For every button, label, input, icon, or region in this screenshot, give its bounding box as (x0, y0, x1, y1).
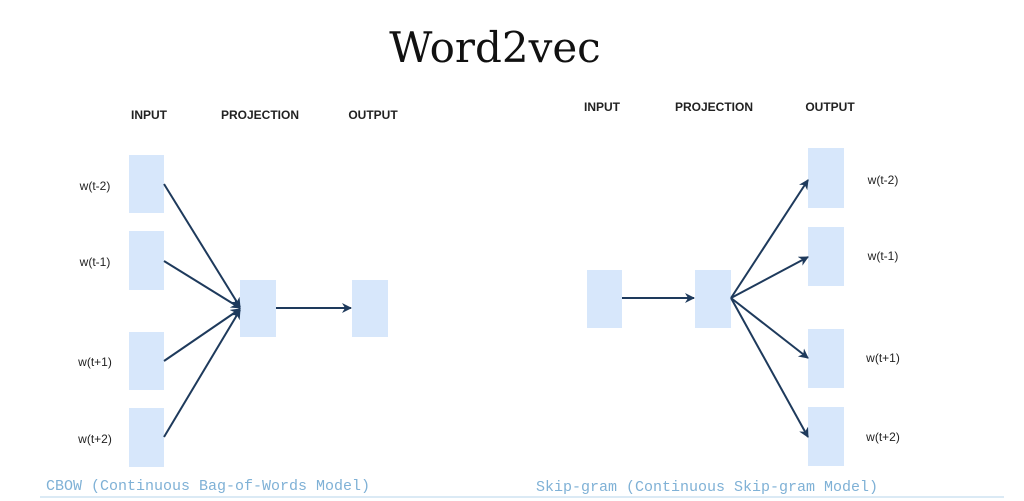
skipgram-output-label: w(t+1) (865, 351, 900, 365)
skipgram-output-box (808, 148, 844, 208)
skipgram-caption: Skip-gram (Continuous Skip-gram Model) (536, 479, 878, 496)
cbow-header-output: OUTPUT (348, 108, 398, 122)
skipgram-output-label: w(t+2) (865, 430, 900, 444)
skipgram-output-label: w(t-1) (867, 249, 899, 263)
cbow-header-input: INPUT (131, 108, 168, 122)
skipgram-output-box (808, 329, 844, 388)
cbow-input-label: w(t-2) (79, 179, 111, 193)
skipgram-output-label: w(t-2) (867, 173, 899, 187)
cbow-input-box (129, 155, 164, 213)
skipgram-output-box (808, 227, 844, 286)
skipgram-arrow (730, 256, 809, 299)
skipgram-arrow (730, 179, 809, 299)
skipgram-output-box (808, 407, 844, 466)
cbow-caption: CBOW (Continuous Bag-of-Words Model) (46, 478, 370, 495)
cbow-input-box (129, 231, 164, 290)
skipgram-input-box (587, 270, 622, 328)
skipgram-header-output: OUTPUT (805, 100, 855, 114)
cbow-header-projection: PROJECTION (221, 108, 299, 122)
cbow-arrow (163, 260, 241, 309)
skipgram-projection-box (695, 270, 731, 328)
skipgram-model: INPUT PROJECTION OUTPUT w(t-2) w(t-1) w(… (536, 100, 900, 496)
cbow-arrow (163, 183, 241, 308)
cbow-arrow (163, 308, 241, 362)
cbow-projection-box (240, 280, 276, 337)
cbow-input-label: w(t+2) (77, 432, 112, 446)
skipgram-header-projection: PROJECTION (675, 100, 753, 114)
diagram-title: Word2vec (389, 23, 600, 72)
cbow-input-label: w(t-1) (79, 255, 111, 269)
cbow-input-label: w(t+1) (77, 355, 112, 369)
cbow-input-box (129, 408, 164, 467)
cbow-arrow (163, 309, 241, 438)
cbow-model: INPUT PROJECTION OUTPUT w(t-2) w(t-1) w(… (46, 108, 398, 495)
cbow-input-box (129, 332, 164, 390)
skipgram-arrow (730, 297, 809, 359)
skipgram-header-input: INPUT (584, 100, 621, 114)
skipgram-arrow (730, 297, 809, 438)
cbow-output-box (352, 280, 388, 337)
